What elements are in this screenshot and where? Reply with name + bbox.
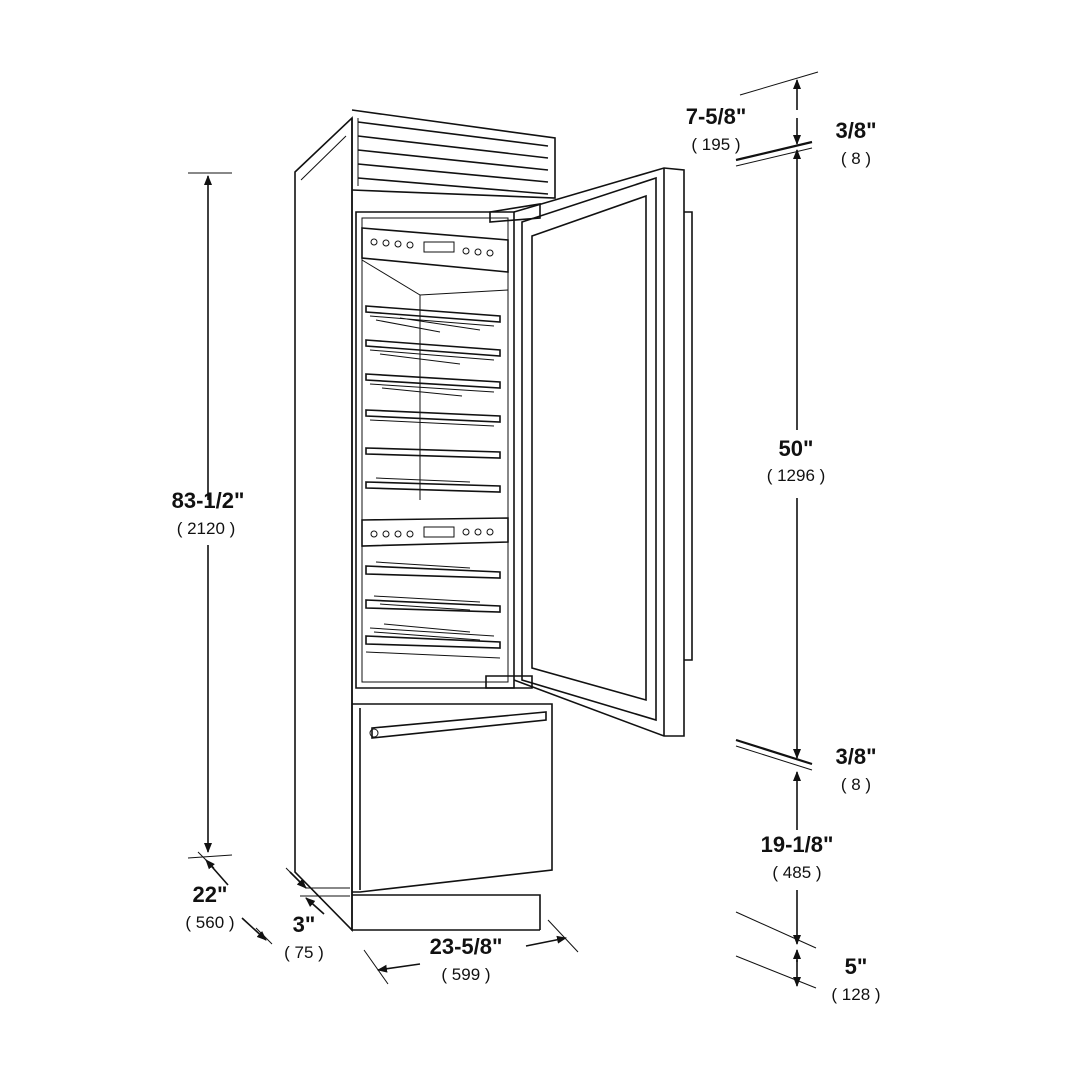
width-dimension: [363, 919, 579, 985]
door-height-metric: ( 1296 ): [767, 466, 826, 485]
overall-height-metric: ( 2120 ): [177, 519, 236, 538]
width-label: 23-5/8": [430, 934, 503, 959]
open-door: [485, 167, 693, 737]
toe-kick-metric: ( 128 ): [831, 985, 880, 1004]
lower-control-panel: [361, 517, 509, 547]
setback-metric: ( 75 ): [284, 943, 324, 962]
top-grille: [351, 109, 556, 199]
top-grille-label: 7-5/8": [686, 104, 747, 129]
upper-wine-racks: [365, 305, 501, 493]
overall-height-dimension: [187, 172, 233, 859]
depth-dimension: [197, 851, 273, 945]
gap-bottom-label: 3/8": [835, 744, 876, 769]
gap-top-metric: ( 8 ): [841, 149, 871, 168]
drawer-height-metric: ( 485 ): [772, 863, 821, 882]
overall-height-label: 83-1/2": [172, 488, 245, 513]
width-metric: ( 599 ): [441, 965, 490, 984]
bottom-drawer: [352, 703, 553, 893]
upper-control-panel: [361, 227, 509, 500]
setback-dimension: [285, 867, 350, 915]
depth-label: 22": [193, 882, 228, 907]
setback-label: 3": [293, 912, 316, 937]
depth-metric: ( 560 ): [185, 913, 234, 932]
lower-wine-racks: [365, 561, 501, 659]
gap-top-label: 3/8": [835, 118, 876, 143]
gap-bottom-metric: ( 8 ): [841, 775, 871, 794]
door-height-label: 50": [779, 436, 814, 461]
drawer-height-label: 19-1/8": [761, 832, 834, 857]
top-grille-metric: ( 195 ): [691, 135, 740, 154]
toe-kick-label: 5": [845, 954, 868, 979]
